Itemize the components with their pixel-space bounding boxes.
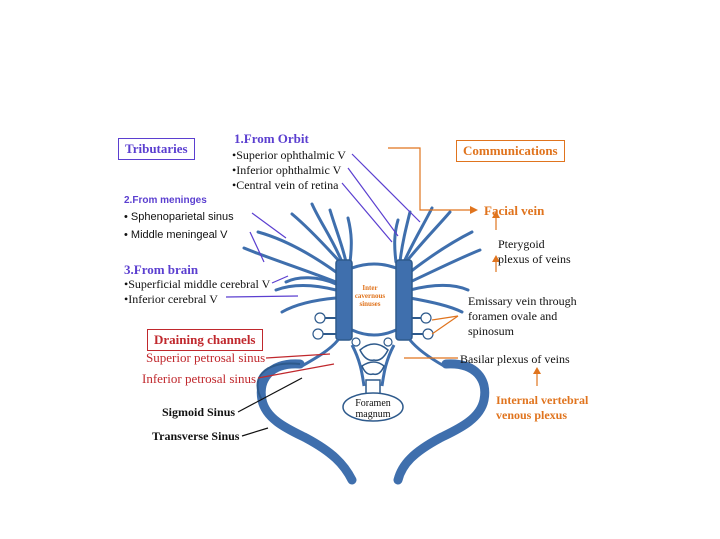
communications-title: Communications <box>456 140 565 162</box>
draining-pointers <box>257 353 335 379</box>
foramen-line1: Foramen <box>355 398 391 409</box>
tributaries-title: Tributaries <box>118 138 195 160</box>
orbit-item-inferior: •Inferior ophthalmic V <box>232 163 342 177</box>
tributary-pointers <box>225 153 421 298</box>
emissary-label-line3: spinosum <box>468 324 515 338</box>
sigmoid-edge <box>256 362 301 401</box>
foramen-line2: magnum <box>355 409 391 420</box>
right-cavernous-sinus <box>395 259 413 341</box>
petrosal-sinuses <box>301 339 445 387</box>
orbit-item-superior: •Superior ophthalmic V <box>232 148 346 162</box>
left-transverse-sigmoid-sinus <box>256 359 357 485</box>
sinus-pointers <box>237 377 303 437</box>
orbit-item-retina: •Central vein of retina <box>232 178 339 192</box>
emissary-label-line2: foramen ovale and <box>468 309 558 323</box>
intercavernous-connectors <box>351 262 397 337</box>
vertebral-label-line2: venous plexus <box>496 408 568 422</box>
meninges-item-sphenoparietal: • Sphenoparietal sinus <box>124 211 234 223</box>
emissary-label-line1: Emissary vein through <box>468 294 577 308</box>
small-vein-loops <box>312 312 434 347</box>
intercavernous-line3: sinuses <box>359 300 381 308</box>
intercavernous-label: Inter cavernous sinuses <box>354 284 386 308</box>
vertebral-label-line1: Internal vertebral <box>496 393 589 407</box>
communication-pointers <box>388 147 538 386</box>
intercavernous-line1: Inter <box>362 284 378 292</box>
pterygoid-label-line1: Pterygoid <box>498 237 545 251</box>
left-tributary-veins <box>242 202 353 314</box>
superior-petrosal-label: Superior petrosal sinus <box>146 350 266 365</box>
intercavernous-line2: cavernous <box>354 292 386 300</box>
meninges-item-middle-meningeal: • Middle meningeal V <box>124 229 228 241</box>
left-cavernous-sinus <box>335 259 353 341</box>
foramen-magnum-label: Foramen magnum <box>348 398 398 420</box>
foramen-magnum-ellipse <box>342 392 404 422</box>
orbit-heading: 1.From Orbit <box>234 131 309 146</box>
brain-item-inferior-cerebral: •Inferior cerebral V <box>124 292 218 306</box>
transverse-sinus-label: Transverse Sinus <box>152 429 240 443</box>
facial-vein-label: Facial vein <box>484 203 545 218</box>
brain-item-middle-cerebral: •Superficial middle cerebral V <box>124 277 271 291</box>
communication-arrowheads <box>470 206 541 374</box>
right-transverse-sigmoid-sinus <box>393 359 490 485</box>
brain-heading: 3.From brain <box>124 262 199 277</box>
right-tributary-veins <box>393 206 482 314</box>
basilar-plexus-label: Basilar plexus of veins <box>460 352 570 366</box>
meninges-heading: 2.From meninges <box>124 195 207 206</box>
basilar-plexus <box>359 343 389 395</box>
pterygoid-label-line2: plexus of veins <box>498 252 571 266</box>
sigmoid-sinus-label: Sigmoid Sinus <box>162 405 236 419</box>
draining-title: Draining channels <box>147 329 263 351</box>
inferior-petrosal-label: Inferior petrosal sinus <box>142 371 257 386</box>
